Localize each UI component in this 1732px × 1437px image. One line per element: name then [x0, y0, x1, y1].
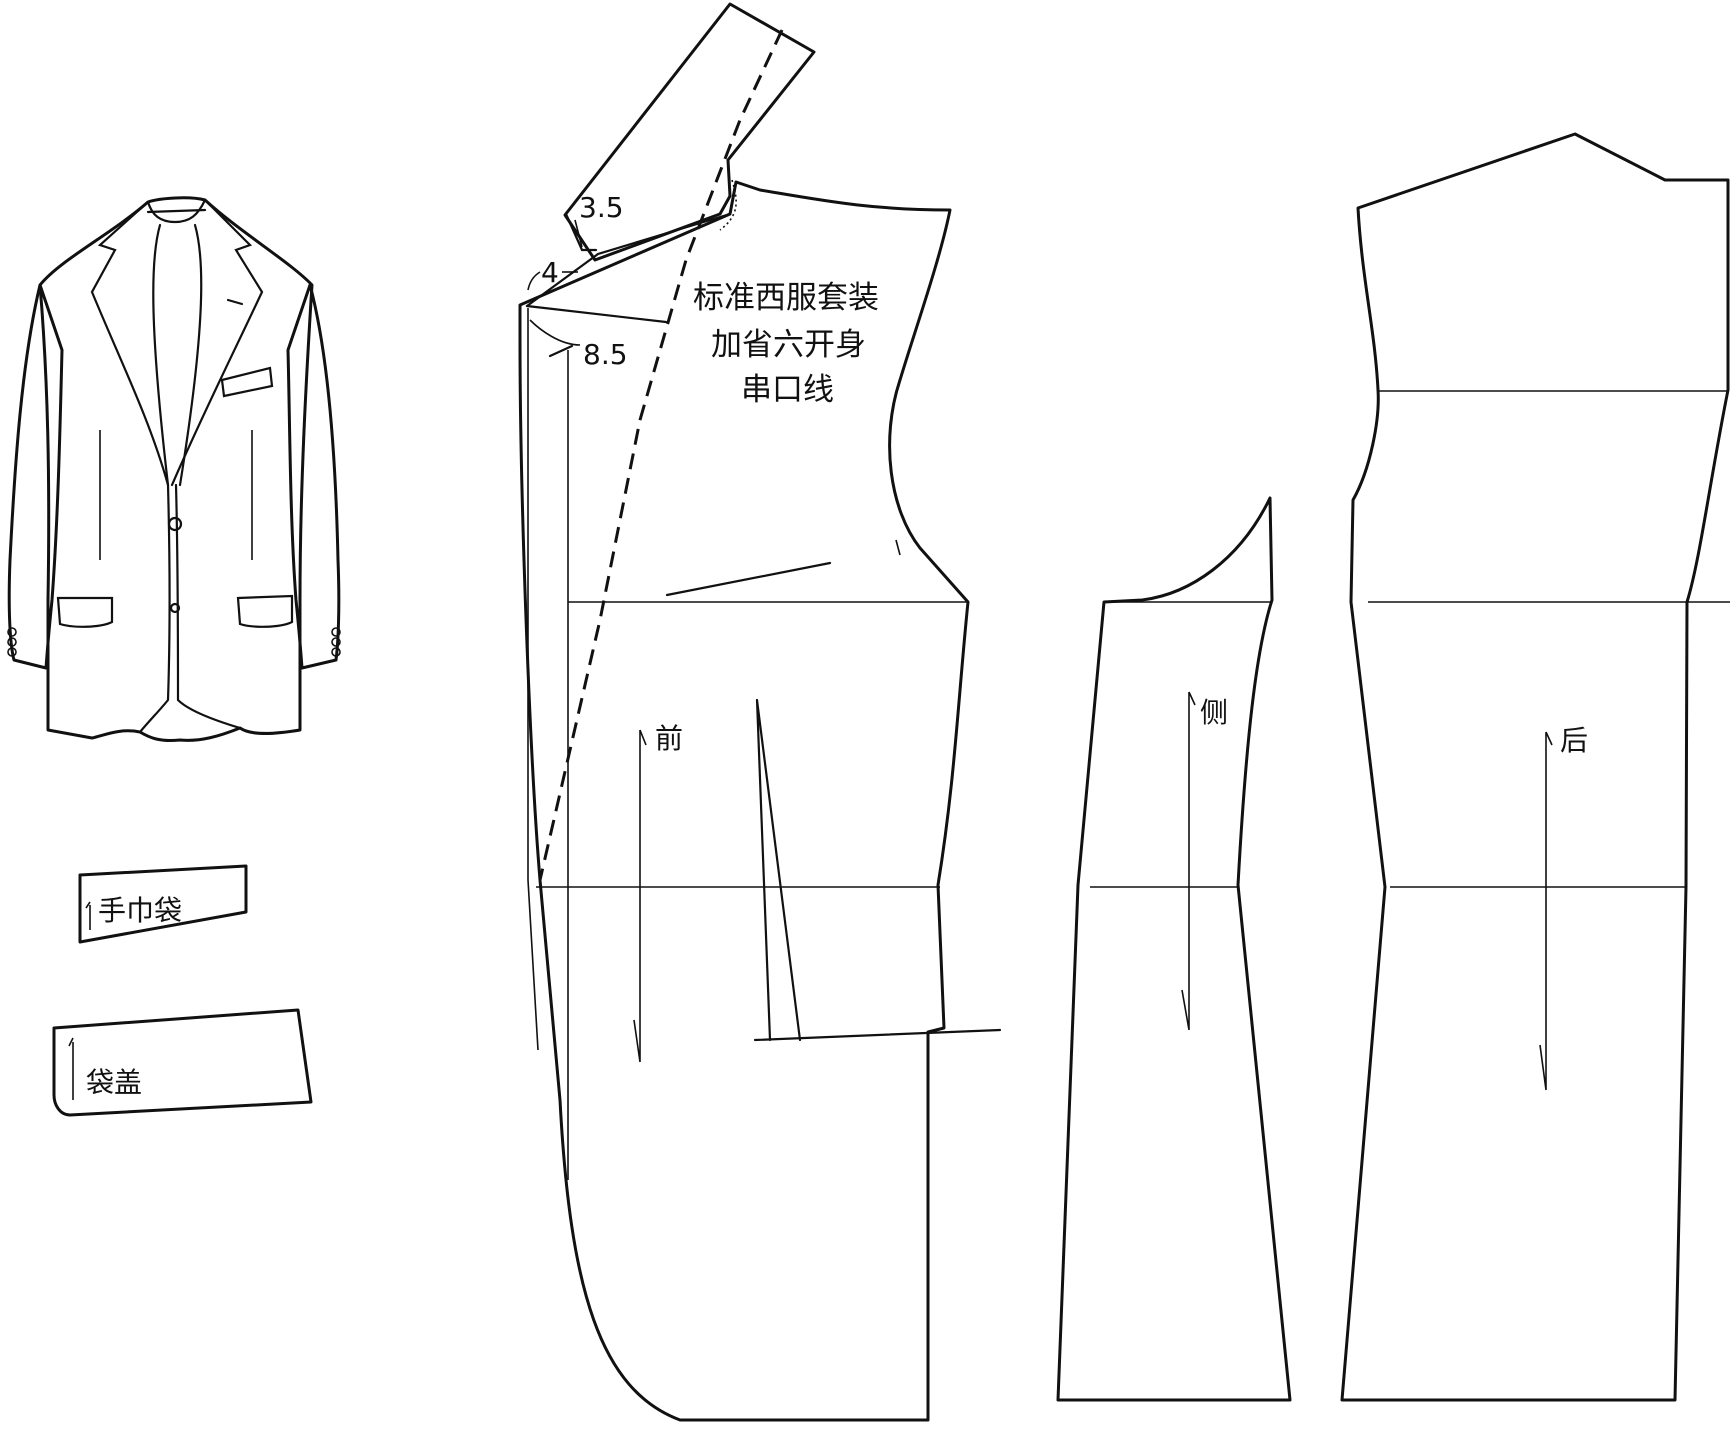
title-line-3: 串口线 — [741, 372, 834, 408]
title-line-2: 加省六开身 — [711, 327, 866, 363]
side-grainline — [1181, 691, 1196, 1031]
pocket-flap-piece: 袋盖 — [52, 1008, 313, 1117]
jacket-sleeve-button-left-3 — [7, 647, 17, 657]
side-piece: 侧 — [1056, 496, 1292, 1402]
jacket-front-edge-left — [138, 483, 171, 734]
measure-4-arc — [527, 271, 541, 291]
jacket-left-lapel-inner — [152, 223, 170, 487]
measure-lapel-offset: 4 — [541, 256, 559, 289]
jacket-left-sleeve — [7, 283, 64, 670]
jacket-collar-band — [146, 208, 207, 214]
jacket-sleeve-button-left-1 — [7, 627, 17, 637]
front-piece: 前 — [518, 2, 1002, 1422]
collar-piece — [563, 2, 816, 262]
side-body-outline — [1056, 496, 1292, 1402]
jacket-illustration — [7, 196, 341, 742]
measure-gorge-arc — [529, 319, 581, 346]
front-label: 前 — [655, 722, 683, 755]
front-armhole-tick — [895, 539, 901, 556]
handkerchief-pocket-piece: 手巾袋 — [78, 864, 248, 944]
side-label: 侧 — [1200, 696, 1228, 729]
handkerchief-pocket-outline — [78, 864, 248, 944]
jacket-left-pocket — [56, 596, 114, 628]
jacket-sleeve-button-right-3 — [331, 647, 341, 657]
back-label: 后 — [1560, 724, 1588, 757]
lapel-notch-line — [564, 212, 598, 252]
handkerchief-pocket-grain — [85, 901, 91, 930]
lapel-gorge-line — [525, 212, 732, 308]
jacket-button-top — [167, 516, 183, 532]
jacket-button-bottom — [169, 602, 181, 614]
jacket-right-lapel-inner — [178, 223, 203, 487]
jacket-sleeve-button-right-2 — [331, 637, 341, 647]
jacket-sleeve-button-right-1 — [331, 627, 341, 637]
title-block: 标准西服套装 加省六开身 串口线 — [693, 280, 879, 408]
pocket-flap-grain — [68, 1037, 74, 1100]
front-grainline — [633, 730, 641, 1063]
jacket-left-lapel — [90, 200, 170, 487]
front-dart — [755, 698, 802, 1042]
jacket-right-sleeve — [286, 283, 341, 670]
collar-seam-dots — [719, 179, 737, 231]
jacket-sleeve-button-left-2 — [7, 637, 17, 647]
jacket-breast-pocket — [220, 366, 274, 398]
measure-collar-width-arrow — [574, 219, 583, 248]
handkerchief-pocket-label: 手巾袋 — [98, 894, 182, 927]
jacket-body — [38, 196, 314, 742]
pocket-flap-outline — [52, 1008, 313, 1117]
pocket-flap-label: 袋盖 — [86, 1066, 142, 1099]
measurements: 3.5 4 8.5 — [527, 191, 628, 371]
back-piece: 后 — [1340, 132, 1730, 1402]
front-grainline-top — [639, 729, 647, 746]
back-grainline — [1539, 731, 1553, 1091]
title-line-1: 标准西服套装 — [693, 280, 879, 316]
gorge-tick — [548, 344, 574, 358]
front-body-outline — [518, 180, 970, 1422]
front-pocket-flap-line — [753, 1028, 1002, 1042]
measure-gorge-length: 8.5 — [583, 338, 628, 371]
front-inner-edge — [527, 308, 539, 1051]
measure-collar-width: 3.5 — [579, 191, 624, 224]
lapel-top-line — [525, 304, 668, 324]
jacket-right-pocket — [236, 594, 294, 628]
front-breast-pocket — [665, 561, 832, 597]
jacket-front-edge-right — [174, 483, 242, 730]
back-body-outline — [1340, 132, 1730, 1402]
jacket-lapel-buttonhole — [226, 298, 244, 306]
front-roll-line — [538, 29, 784, 881]
